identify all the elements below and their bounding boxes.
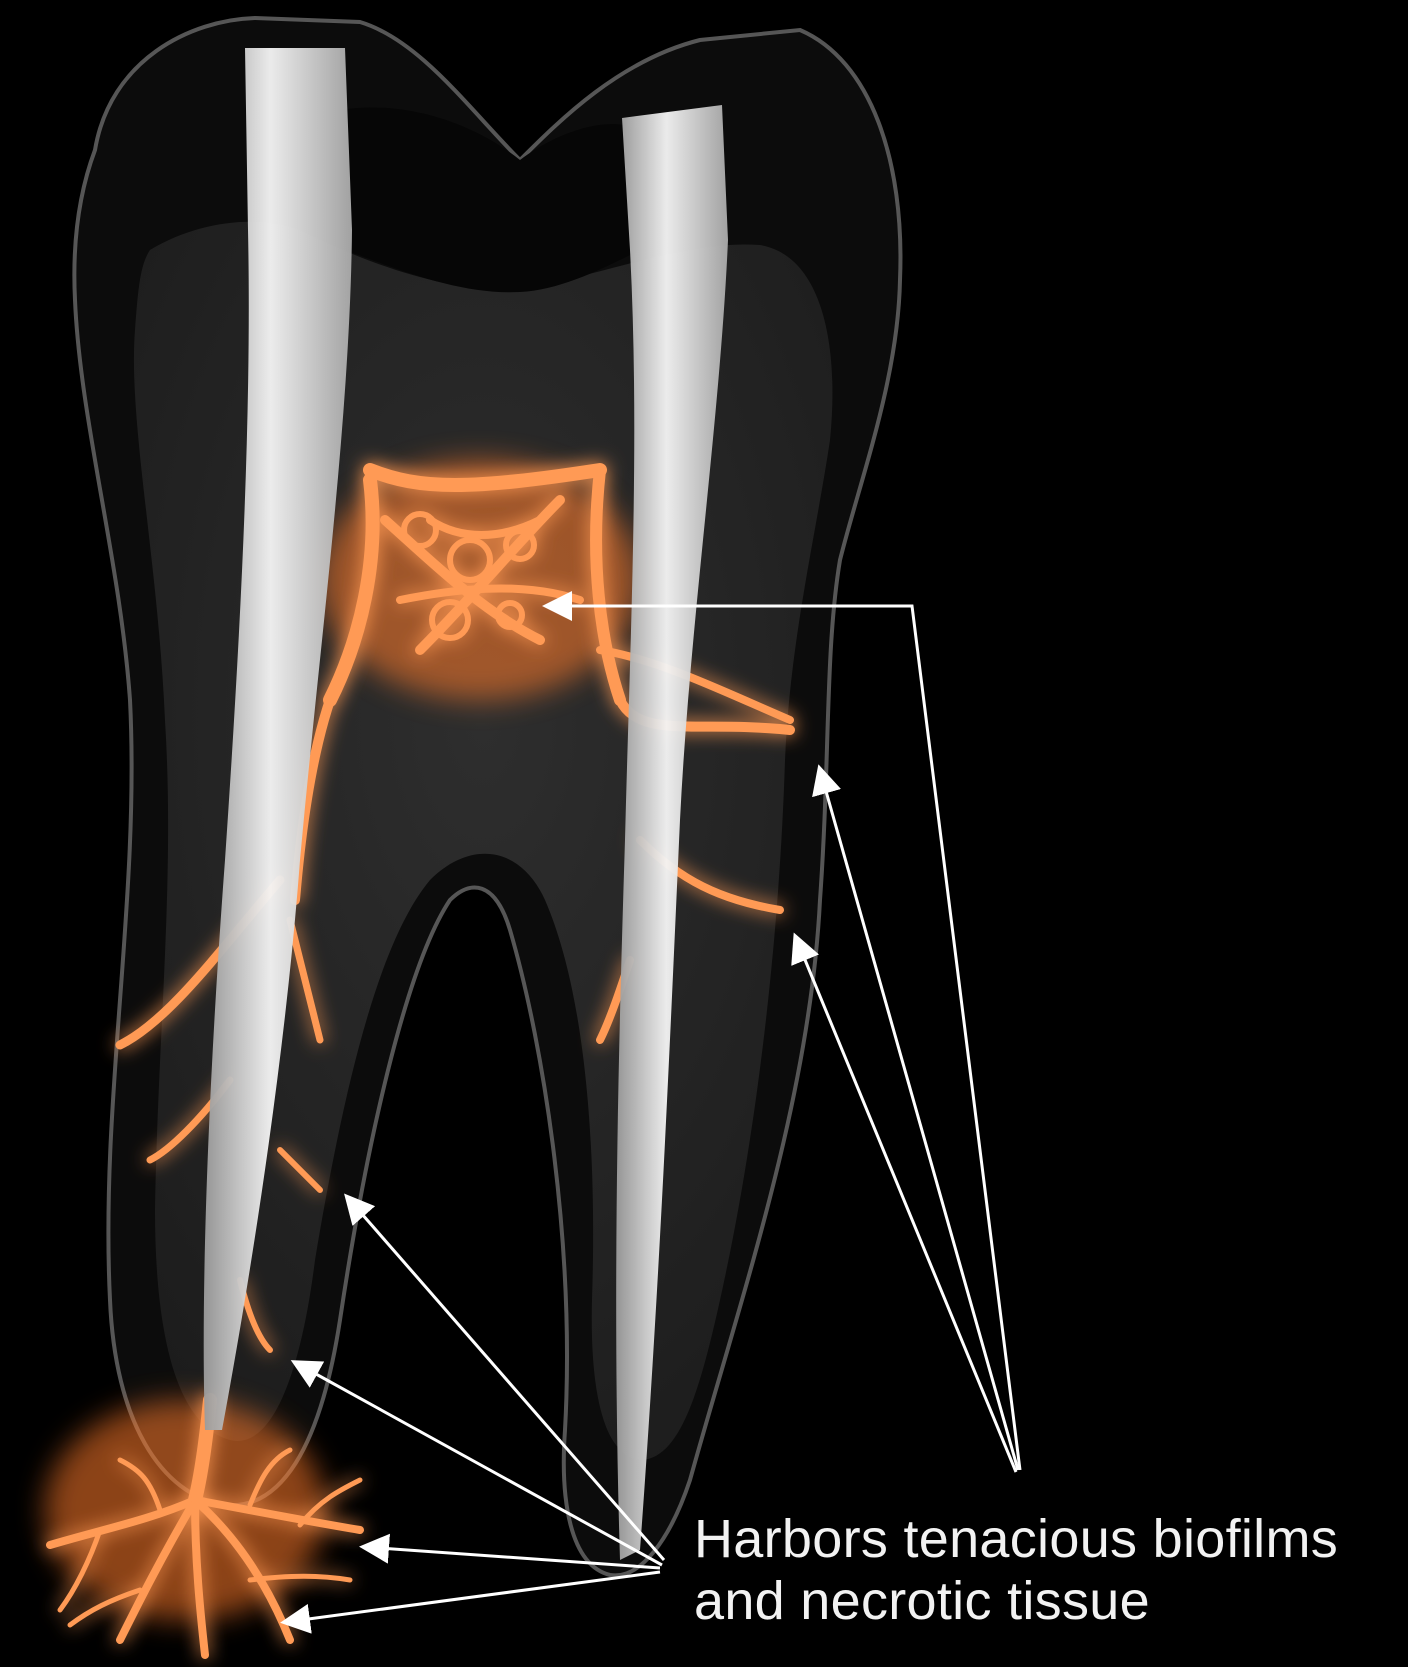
callout-label-line-1: Harbors tenacious biofilms xyxy=(694,1508,1394,1570)
callout-label: Harbors tenacious biofilms and necrotic … xyxy=(694,1508,1394,1632)
callout-label-line-2: and necrotic tissue xyxy=(694,1570,1394,1632)
arrow-lateral-upper xyxy=(820,770,1018,1470)
arrow-lateral-lower xyxy=(796,938,1016,1472)
